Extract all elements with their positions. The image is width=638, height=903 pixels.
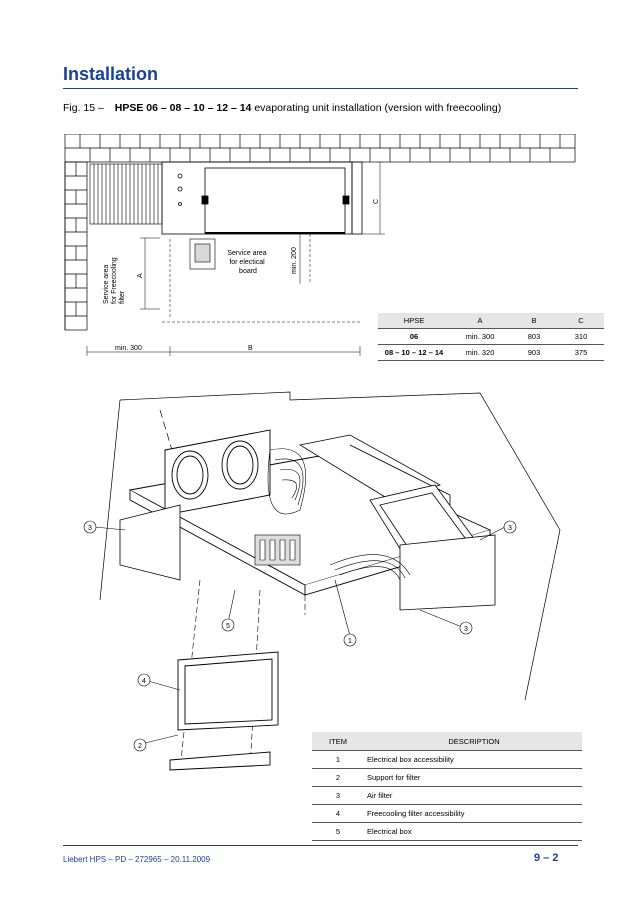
filter-support [169,751,271,771]
dimension-table: HPSE A B C 06 min. 300 803 310 08 – 10 –… [378,313,604,361]
callout-3-bottom [459,621,473,635]
col-a: A [450,313,510,329]
col-item: ITEM [312,732,364,751]
col-description: DESCRIPTION [364,732,582,751]
table-row: 08 – 10 – 12 – 14 min. 320 903 375 [378,345,604,361]
service-area-board-label: Service area for electical board [227,250,268,275]
electrical-box [189,238,216,270]
callout-3-right [503,520,517,534]
callout-1 [343,633,357,647]
evaporating-unit [161,161,363,235]
callout-label: 4 [142,678,146,685]
figure-model: HPSE 06 – 08 – 10 – 12 – 14 [114,102,252,114]
callout-3-left [83,520,97,534]
dim-b-label: B [248,345,253,352]
callout-label: 1 [348,638,352,645]
title-rule [63,88,578,89]
col-c: C [558,313,604,329]
electrical-box-iso [254,534,301,566]
table-row: 1 Electrical box accessibility [312,750,582,769]
figure-caption: Fig. 15 – HPSE 06 – 08 – 10 – 12 – 14 ev… [63,102,501,114]
dim-a-label: A [137,273,144,278]
callout-label: 5 [226,623,230,630]
right-air-filter [399,534,496,611]
callout-label: 3 [464,626,468,633]
isometric-drawing: 3 3 3 5 1 4 2 [83,391,561,771]
min200-label: min. 200 [291,247,298,274]
table-row: 4 Freecooling filter accessibility [312,804,582,823]
service-area-filter-label: Service area for Freecooling filter [103,255,126,304]
fan-coil [267,448,307,515]
table-row: 2 Support for filter [312,768,582,787]
callout-5 [221,618,235,632]
plan-drawing: Service area for Freecooling filter A Se… [64,134,576,356]
dim-c-label: C [373,199,380,204]
table-row: 5 Electrical box [312,822,582,841]
side-brick-wall [64,161,88,331]
table-row: 3 Air filter [312,786,582,805]
table-row: 06 min. 300 803 310 [378,329,604,345]
callout-label: 3 [88,525,92,532]
freecooling-filter-panel [177,651,279,731]
min300-label: min. 300 [115,345,142,352]
col-hpse: HPSE [378,313,450,329]
figure-text: evaporating unit installation (version w… [254,102,502,114]
footer-doc-id: Liebert HPS – PD – 272965 – 20.11.2009 [63,855,211,864]
dimension-lines [86,162,385,356]
page-number: 9 – 2 [534,852,559,864]
callout-circles [83,520,517,752]
page-title: Installation [63,64,159,84]
footer-rule [63,845,578,846]
callout-leaders [94,526,506,744]
callout-label: 2 [138,743,142,750]
ceiling-brick-wall [64,134,576,163]
callout-label: 3 [508,525,512,532]
figure-number: Fig. 15 – [63,102,104,114]
callout-2 [133,738,147,752]
service-areas [162,234,360,323]
col-b: B [510,313,558,329]
callout-4 [137,673,151,687]
items-table: ITEM DESCRIPTION 1 Electrical box access… [312,732,582,841]
fan-grille [329,554,411,581]
freecooling-grille [89,163,163,225]
front-air-filter [119,504,181,581]
freecooling-damper [164,429,271,516]
